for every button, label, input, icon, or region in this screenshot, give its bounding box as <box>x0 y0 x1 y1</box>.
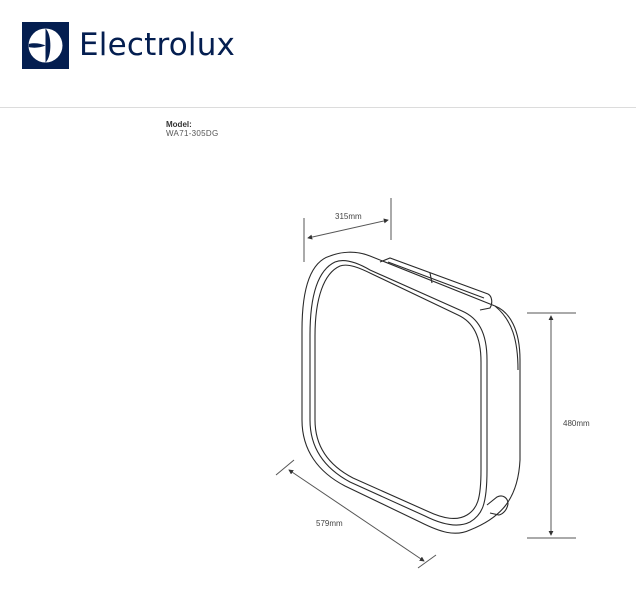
electrolux-logo-icon <box>22 22 69 69</box>
width-label: 579mm <box>316 519 343 528</box>
height-label: 480mm <box>563 419 590 428</box>
brand-logo-link[interactable]: Electrolux <box>22 22 235 69</box>
width-dimension <box>275 459 437 569</box>
depth-label: 315mm <box>335 212 362 221</box>
model-label: Model: <box>166 120 192 129</box>
model-number: WA71-305DG <box>166 129 219 138</box>
brand-name: Electrolux <box>79 27 236 63</box>
model-info: Model: WA71-305DG <box>166 120 219 138</box>
air-purifier-outline <box>301 251 521 534</box>
site-header: Electrolux <box>0 0 636 108</box>
depth-dimension <box>303 198 392 262</box>
